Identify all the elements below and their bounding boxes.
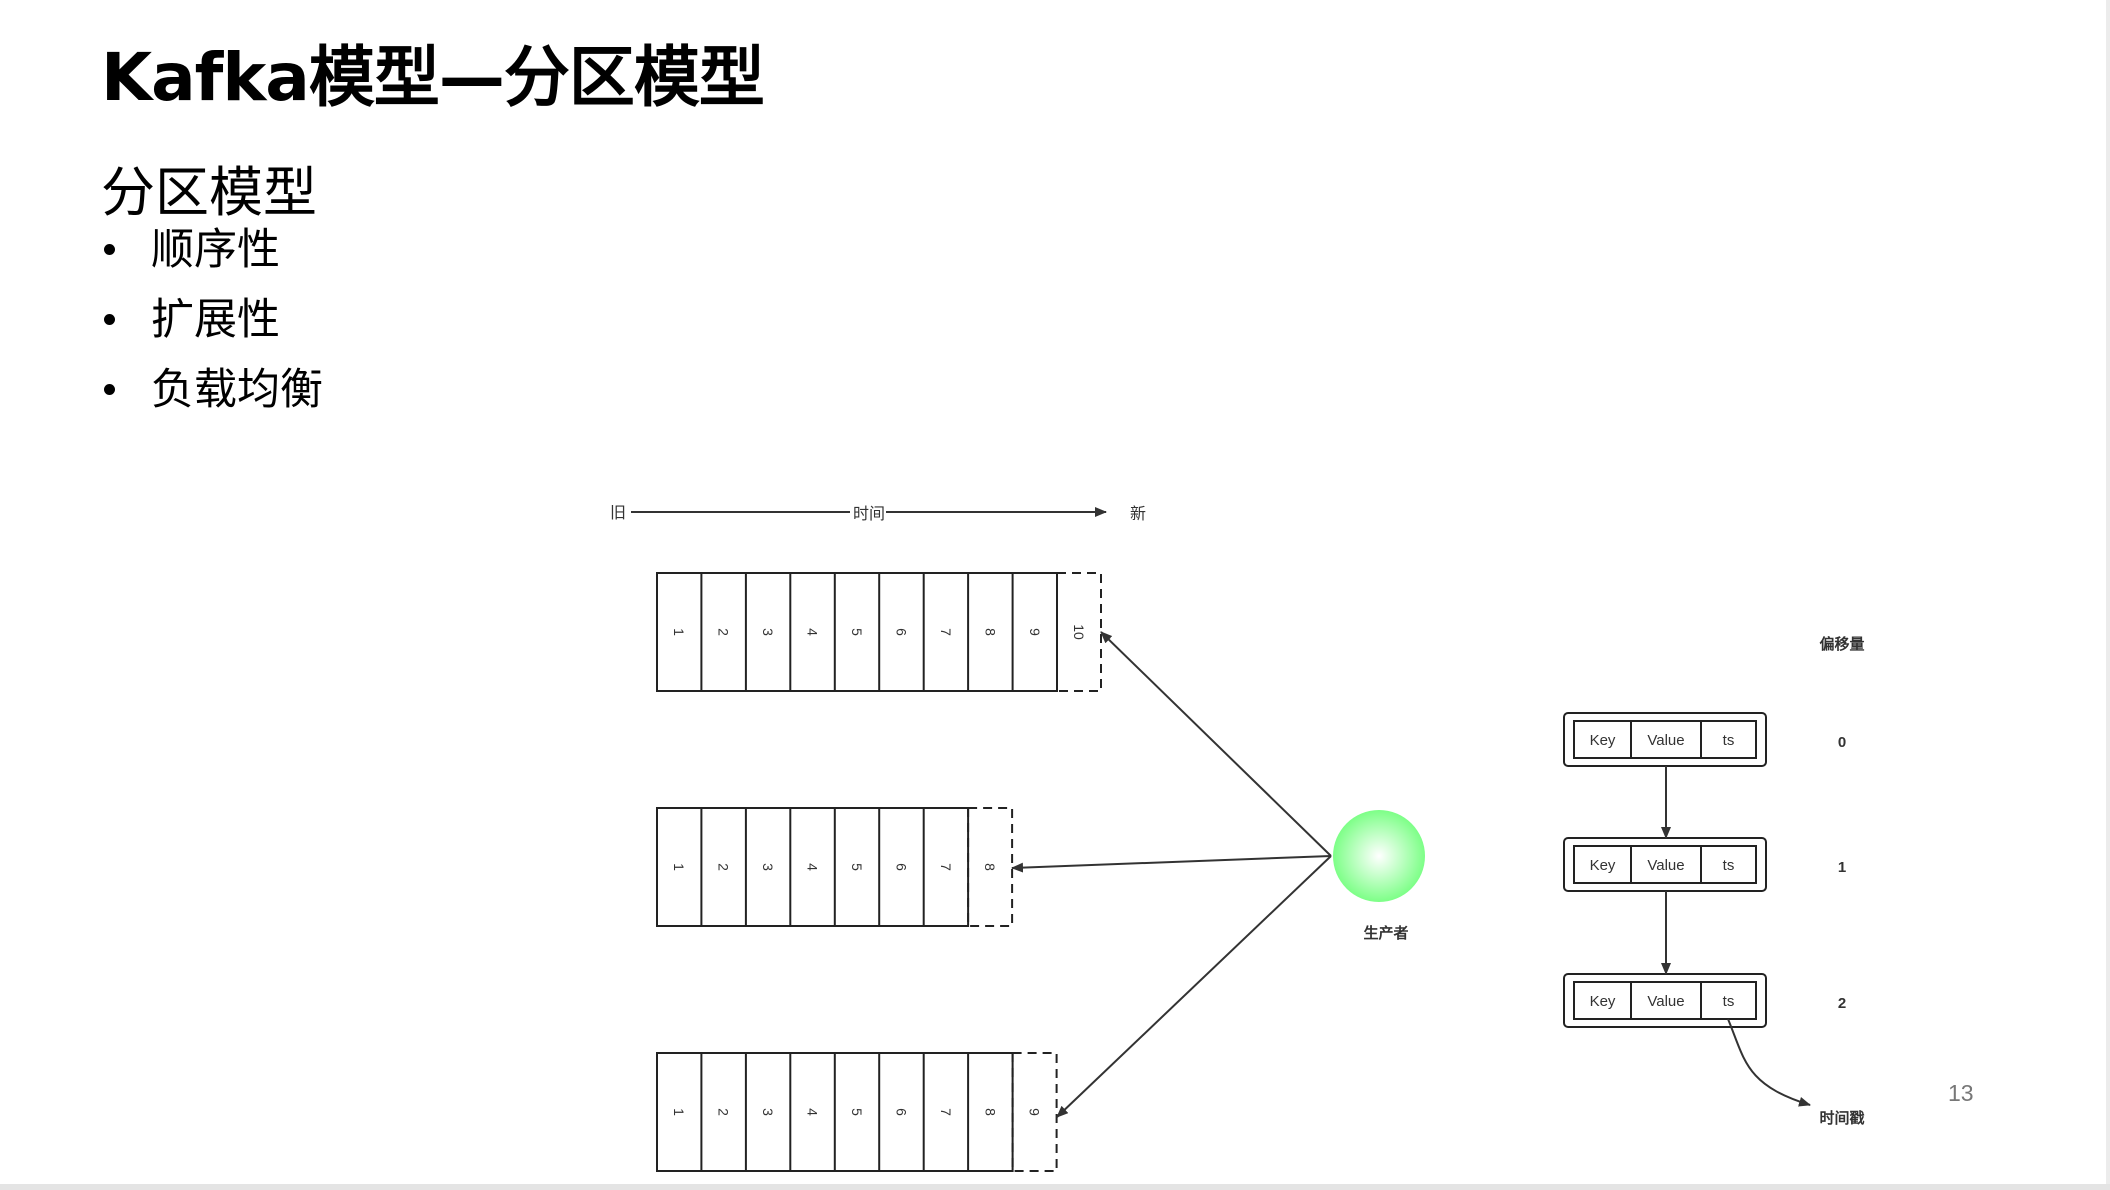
segment-label: 3 xyxy=(760,863,776,871)
segment-label: 6 xyxy=(893,628,909,636)
segment-label: 5 xyxy=(849,1108,865,1116)
segment-label: 5 xyxy=(849,863,865,871)
record-field-ts: ts xyxy=(1723,993,1735,1010)
producer-node-icon xyxy=(1333,810,1425,902)
next-segment-label: 9 xyxy=(1027,1108,1043,1116)
segment-label: 9 xyxy=(1027,628,1043,636)
segment-label: 4 xyxy=(805,863,821,871)
producer-arrow-to-partition-1 xyxy=(1011,855,1332,873)
bullet-text: 顺序性 xyxy=(151,225,280,275)
record-field-ts: ts xyxy=(1723,732,1735,749)
bullet-list: 顺序性 扩展性 负载均衡 xyxy=(101,222,323,432)
segment-dividers xyxy=(700,808,925,926)
bullet-text: 扩展性 xyxy=(151,295,280,345)
bullet-text: 负载均衡 xyxy=(151,365,323,415)
record-field-ts: ts xyxy=(1723,857,1735,874)
producer: 生产者 xyxy=(1333,810,1425,942)
segment-dividers xyxy=(700,573,1014,691)
time-axis-new-label: 新 xyxy=(1130,505,1146,523)
record-2: Key Value ts xyxy=(1563,973,1767,1028)
bullet-dot-icon xyxy=(104,314,115,325)
partition-2: 1 2 3 4 5 6 7 8 9 xyxy=(656,1052,1058,1172)
bullet-item: 负载均衡 xyxy=(101,362,323,432)
segment-label: 1 xyxy=(671,628,687,636)
segment-label: 3 xyxy=(760,628,776,636)
segment-label: 4 xyxy=(805,1108,821,1116)
segment-label: 6 xyxy=(893,1108,909,1116)
time-axis-old-label: 旧 xyxy=(610,504,626,522)
time-axis-middle-label: 时间 xyxy=(853,505,885,523)
partition-0: 1 2 3 4 5 6 7 8 9 10 xyxy=(656,572,1102,692)
record-inner-box xyxy=(1573,981,1757,1020)
next-segment-box xyxy=(967,807,1014,927)
segment-label: 8 xyxy=(982,1108,998,1116)
record-field-key: Key xyxy=(1590,993,1616,1010)
page-number: 13 xyxy=(1948,1080,1974,1106)
segment-label: 7 xyxy=(938,1108,954,1116)
next-segment-label: 8 xyxy=(982,863,998,871)
record-field-value: Value xyxy=(1647,857,1684,874)
time-axis: 旧 时间 新 xyxy=(610,504,1146,523)
next-segment-label: 10 xyxy=(1071,624,1087,640)
offset-header: 偏移量 xyxy=(1819,635,1864,653)
segment-label: 4 xyxy=(805,628,821,636)
producer-arrows xyxy=(1011,631,1332,1118)
segment-label: 6 xyxy=(893,863,909,871)
segment-label: 7 xyxy=(938,863,954,871)
segment-label: 3 xyxy=(760,1108,776,1116)
segment-label: 1 xyxy=(671,863,687,871)
record-offset: 2 xyxy=(1838,995,1846,1012)
bullet-item: 扩展性 xyxy=(101,292,323,362)
slide-subtitle: 分区模型 xyxy=(101,161,317,224)
slide-edge xyxy=(2106,0,2110,1184)
slide-title: Kafka模型—分区模型 xyxy=(101,39,765,116)
segment-label: 5 xyxy=(849,628,865,636)
record-field-value: Value xyxy=(1647,732,1684,749)
timestamp-label: 时间戳 xyxy=(1819,1109,1864,1127)
segment-label: 1 xyxy=(671,1108,687,1116)
producer-arrow-to-partition-2 xyxy=(1056,855,1332,1118)
segment-label: 7 xyxy=(938,628,954,636)
record-inner-box xyxy=(1573,845,1757,884)
slide-edge xyxy=(0,1184,2110,1190)
record-1: Key Value ts xyxy=(1563,837,1767,892)
bullet-dot-icon xyxy=(104,244,115,255)
record-0: Key Value ts xyxy=(1563,712,1767,767)
record-field-key: Key xyxy=(1590,732,1616,749)
partition-log-box xyxy=(656,572,1058,692)
next-segment-box xyxy=(1011,1052,1058,1172)
record-field-key: Key xyxy=(1590,857,1616,874)
partition-1: 1 2 3 4 5 6 7 8 xyxy=(656,807,1014,927)
timestamp-arrow xyxy=(1727,1018,1811,1107)
segment-label: 8 xyxy=(982,628,998,636)
record-offset: 1 xyxy=(1838,859,1846,876)
partition-log-box xyxy=(656,807,970,927)
producer-arrow-to-partition-0 xyxy=(1100,631,1332,857)
record-field-value: Value xyxy=(1647,993,1684,1010)
segment-label: 2 xyxy=(716,628,732,636)
producer-label: 生产者 xyxy=(1363,924,1408,942)
segment-label: 2 xyxy=(716,1108,732,1116)
segment-label: 2 xyxy=(716,863,732,871)
next-segment-box xyxy=(1056,572,1102,692)
bullet-item: 顺序性 xyxy=(101,222,323,292)
segment-dividers xyxy=(700,1053,970,1171)
record-inner-box xyxy=(1573,720,1757,759)
record-offset: 0 xyxy=(1838,734,1846,751)
record-chain-arrows xyxy=(1661,766,1811,1107)
bullet-dot-icon xyxy=(104,384,115,395)
